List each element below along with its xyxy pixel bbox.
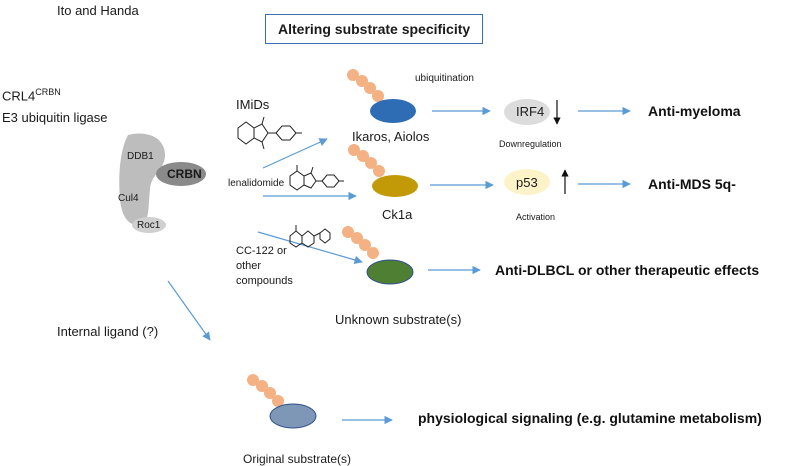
substrate-ck1a-shape [372,175,418,197]
author-credit: Ito and Handa [57,3,139,18]
cul4-label: Cul4 [118,193,139,204]
imids-structure-icon [237,116,302,150]
downregulation-label: Downregulation [499,139,562,149]
imids-label: IMiDs [236,97,270,112]
outcome-anti-mds: Anti-MDS 5q- [648,176,736,192]
substrate-ikaros-shape [370,99,416,123]
substrate-original-label: Original substrate(s) [243,452,352,466]
ligase-description: E3 ubiquitin ligase [2,110,108,125]
ubiquitin-chain-4 [247,374,284,407]
cc122-structure-icon [289,225,331,248]
crbn-shape [156,162,206,186]
substrate-unknown-shape [366,259,414,285]
irf4-label: IRF4 [516,104,545,119]
outcome-anti-dlbcl: Anti-DLBCL or other therapeutic effects [495,262,760,278]
internal-ligand-label: Internal ligand (?) [57,324,159,339]
p53-label: p53 [516,175,538,190]
substrate-unknown-label: Unknown substrate(s) [335,312,462,327]
outcome-anti-myeloma: Anti-myeloma [648,103,741,119]
p53-badge [504,169,550,195]
title-box: Altering substrate specificity [265,14,484,44]
roc1-label: Roc1 [137,220,161,231]
cc122-label-line2: other [236,260,262,272]
ubiquitin-chain-3 [342,226,379,259]
ligase-name-superscript: CRBN [35,87,61,97]
ubiquitin-chain-2 [348,144,385,177]
lenalidomide-label: lenalidomide [228,178,285,189]
cc122-label-line1: CC-122 or [236,245,287,257]
ubiquitin-chain-1 [347,69,384,102]
crl4-complex [119,133,206,233]
lenalidomide-structure-icon [289,165,344,191]
outcome-physiological-signaling: physiological signaling (e.g. glutamine … [418,410,762,426]
ligase-name-main: CRL4 [2,88,36,104]
ddb1-label: DDB1 [127,151,154,162]
irf4-badge [504,99,550,125]
arrow-internal-ligand [167,280,211,341]
flow-arrows [167,106,631,425]
roc1-shape [132,217,166,233]
cc122-label-line3: compounds [236,275,293,287]
substrate-ikaros-label: Ikaros, Aiolos [352,129,430,144]
ligase-name: CRL4CRBN [2,87,61,103]
ddb1-cul4-shape [119,133,165,225]
substrate-ck1a-label: Ck1a [382,207,413,222]
activation-label: Activation [516,212,556,222]
arrow-to-unknown [257,231,363,264]
substrate-original-shape [269,403,317,429]
crbn-label: CRBN [167,167,202,181]
arrow-to-ikaros [262,138,328,169]
ubiquitination-label: ubiquitination [415,73,474,84]
